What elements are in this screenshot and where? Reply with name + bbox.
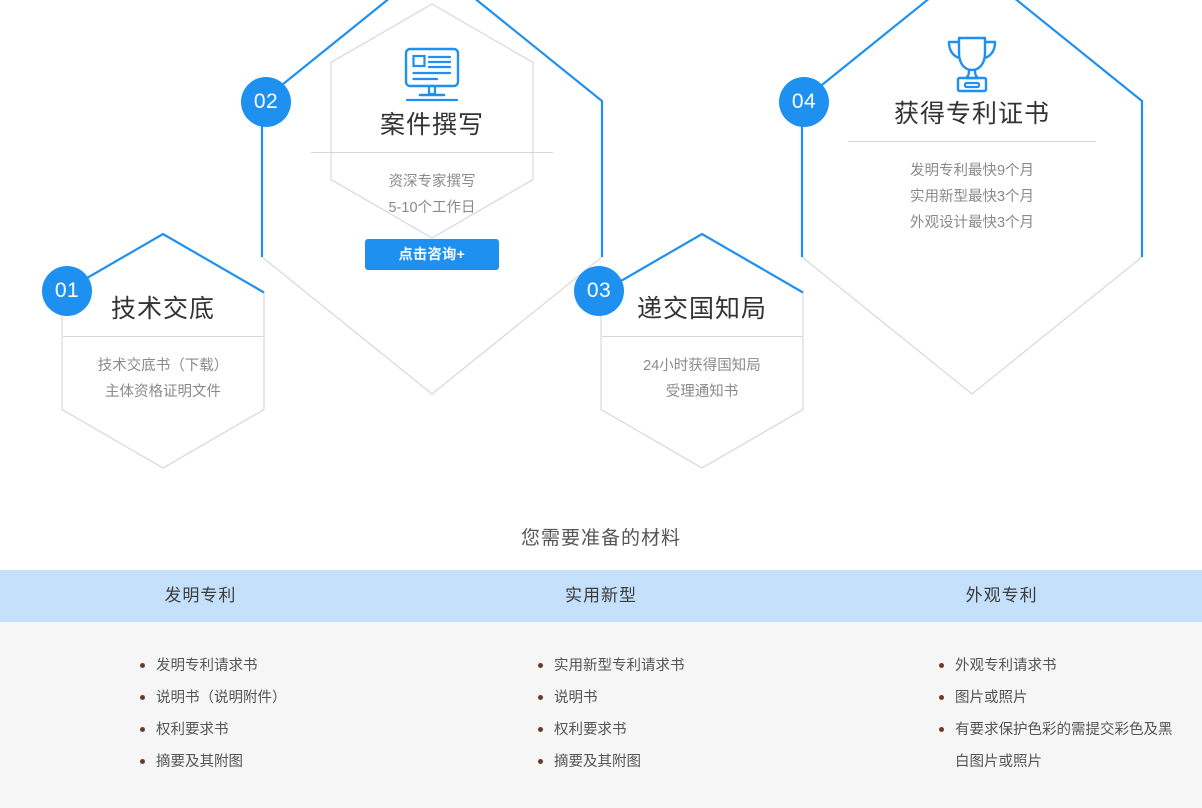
patent-flow-section: 技术交底 技术交底书（下载） 主体资格证明文件 01 案件撰写 — [33, 0, 1144, 469]
materials-table-body-row: 发明专利请求书 说明书（说明附件） 权利要求书 摘要及其附图 实用新型专利请求书 — [0, 622, 1202, 808]
step-card-04: 获得专利证书 发明专利最快9个月 实用新型最快3个月 外观设计最快3个月 — [842, 33, 1102, 236]
list-item-label: 说明书 — [554, 690, 598, 706]
list-item: 发明专利请求书 — [140, 650, 386, 682]
trophy-icon-svg — [947, 36, 997, 93]
step-line: 实用新型最快3个月 — [909, 189, 1035, 205]
step-card-02: 案件撰写 资深专家撰写 5-10个工作日 点击咨询+ — [302, 44, 562, 270]
step-line: 主体资格证明文件 — [105, 384, 221, 400]
hexagon-active-edge-01 — [61, 232, 265, 294]
step-lines-03: 24小时获得国知局 受理通知书 — [572, 353, 832, 405]
step-badge-02[interactable]: 02 — [241, 77, 291, 127]
step-divider-04 — [848, 141, 1096, 142]
list-item-label: 外观专利请求书 — [955, 658, 1057, 674]
list-item-label: 说明书（说明附件） — [156, 690, 287, 706]
step-badge-04[interactable]: 04 — [779, 77, 829, 127]
consult-button[interactable]: 点击咨询+ — [364, 239, 500, 270]
list-item: 摘要及其附图 — [538, 746, 784, 778]
materials-table: 发明专利 实用新型 外观专利 发明专利请求书 说明书（说明附件） 权利要求书 摘… — [0, 570, 1202, 808]
step-divider-03 — [602, 336, 802, 337]
materials-column-header: 发明专利 — [164, 586, 237, 605]
step-line: 5-10个工作日 — [388, 200, 476, 216]
step-line: 发明专利最快9个月 — [909, 163, 1035, 179]
bullet-icon — [939, 727, 944, 732]
bullet-icon — [538, 759, 543, 764]
list-item: 摘要及其附图 — [140, 746, 386, 778]
bullet-icon — [140, 695, 145, 700]
list-item-label: 权利要求书 — [156, 722, 229, 738]
step-line: 24小时获得国知局 — [643, 358, 761, 374]
list-item: 实用新型专利请求书 — [538, 650, 784, 682]
hexagon-active-edge-02 — [260, 0, 604, 257]
list-item: 说明书 — [538, 682, 784, 714]
step-lines-01: 技术交底书（下载） 主体资格证明文件 — [33, 353, 293, 405]
step-line: 技术交底书（下载） — [97, 358, 229, 374]
step-card-03: 递交国知局 24小时获得国知局 受理通知书 — [572, 292, 832, 405]
list-item-label: 发明专利请求书 — [156, 658, 258, 674]
step-title-02: 案件撰写 — [379, 111, 484, 139]
step-title-03: 递交国知局 — [636, 295, 767, 323]
bullet-icon — [939, 695, 944, 700]
list-item-label: 有要求保护色彩的需提交彩色及黑白图片或照片 — [955, 722, 1173, 770]
list-item-label: 摘要及其附图 — [156, 754, 243, 770]
bullet-icon — [140, 759, 145, 764]
bullet-icon — [939, 663, 944, 668]
materials-table-header-row: 发明专利 实用新型 外观专利 — [0, 570, 1202, 622]
bullet-icon — [538, 727, 543, 732]
list-item-label: 实用新型专利请求书 — [554, 658, 685, 674]
list-item: 有要求保护色彩的需提交彩色及黑白图片或照片 — [939, 714, 1185, 778]
step-badge-03[interactable]: 03 — [574, 266, 624, 316]
list-item: 权利要求书 — [140, 714, 386, 746]
hexagon-outline-02 — [330, 3, 534, 239]
step-divider-01 — [63, 336, 263, 337]
step-title-01: 技术交底 — [110, 295, 215, 323]
step-line: 受理通知书 — [665, 384, 739, 400]
trophy-icon — [842, 33, 1102, 95]
materials-column-utility-model: 实用新型专利请求书 说明书 权利要求书 摘要及其附图 — [403, 650, 801, 808]
step-lines-04: 发明专利最快9个月 实用新型最快3个月 外观设计最快3个月 — [842, 158, 1102, 236]
hexagon-active-edge-04 — [800, 0, 1144, 257]
materials-column-header: 外观专利 — [965, 586, 1038, 605]
list-item: 权利要求书 — [538, 714, 784, 746]
list-item: 说明书（说明附件） — [140, 682, 386, 714]
list-item-label: 权利要求书 — [554, 722, 627, 738]
list-item: 外观专利请求书 — [939, 650, 1185, 682]
materials-section-title: 您需要准备的材料 — [520, 528, 681, 549]
bullet-icon — [140, 663, 145, 668]
list-item: 图片或照片 — [939, 682, 1185, 714]
materials-column-design: 外观专利请求书 图片或照片 有要求保护色彩的需提交彩色及黑白图片或照片 — [801, 650, 1202, 808]
materials-column-header: 实用新型 — [565, 586, 637, 605]
bullet-icon — [538, 695, 543, 700]
step-title-04: 获得专利证书 — [893, 100, 1050, 128]
step-divider-02 — [311, 152, 553, 153]
step-card-01: 技术交底 技术交底书（下载） 主体资格证明文件 — [33, 292, 293, 405]
bullet-icon — [140, 727, 145, 732]
monitor-document-icon — [302, 44, 562, 106]
materials-column-invention: 发明专利请求书 说明书（说明附件） 权利要求书 摘要及其附图 — [0, 650, 403, 808]
step-line: 资深专家撰写 — [388, 174, 476, 190]
step-line: 外观设计最快3个月 — [909, 215, 1035, 231]
list-item-label: 摘要及其附图 — [554, 754, 641, 770]
step-lines-02: 资深专家撰写 5-10个工作日 — [302, 169, 562, 221]
bullet-icon — [538, 663, 543, 668]
monitor-document-icon-svg — [404, 47, 460, 102]
hexagon-active-edge-03 — [600, 232, 804, 294]
step-badge-01[interactable]: 01 — [42, 266, 92, 316]
list-item-label: 图片或照片 — [955, 690, 1028, 706]
